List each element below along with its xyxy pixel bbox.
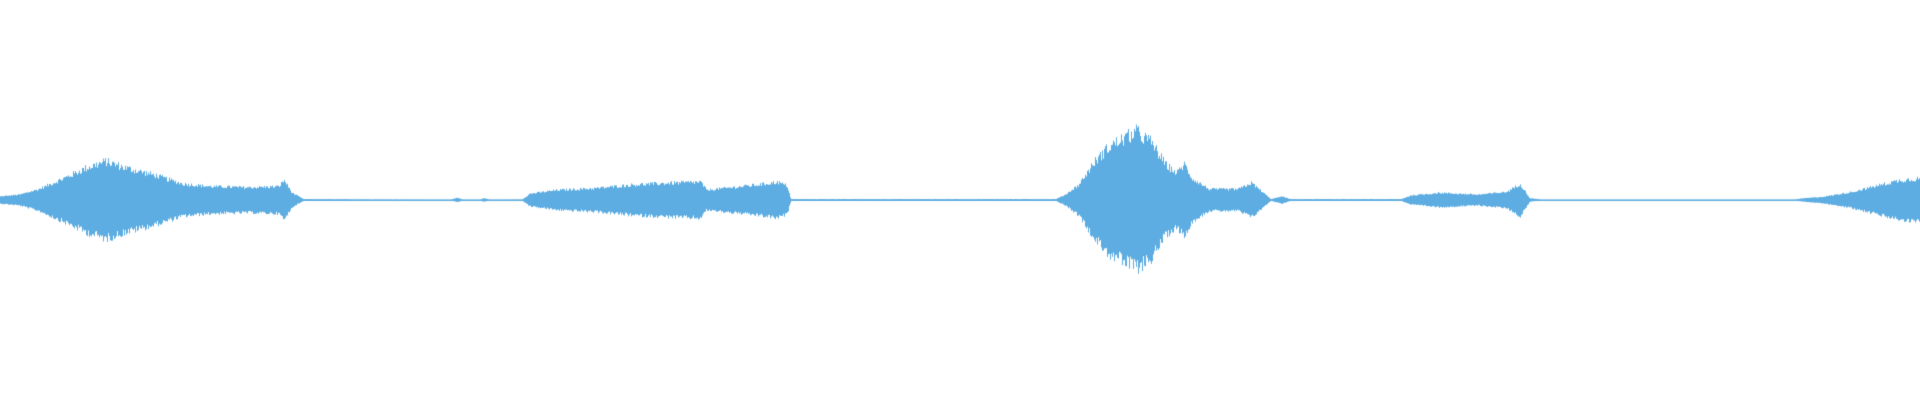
waveform-view[interactable] xyxy=(0,0,1920,400)
audio-waveform[interactable] xyxy=(0,0,1920,400)
